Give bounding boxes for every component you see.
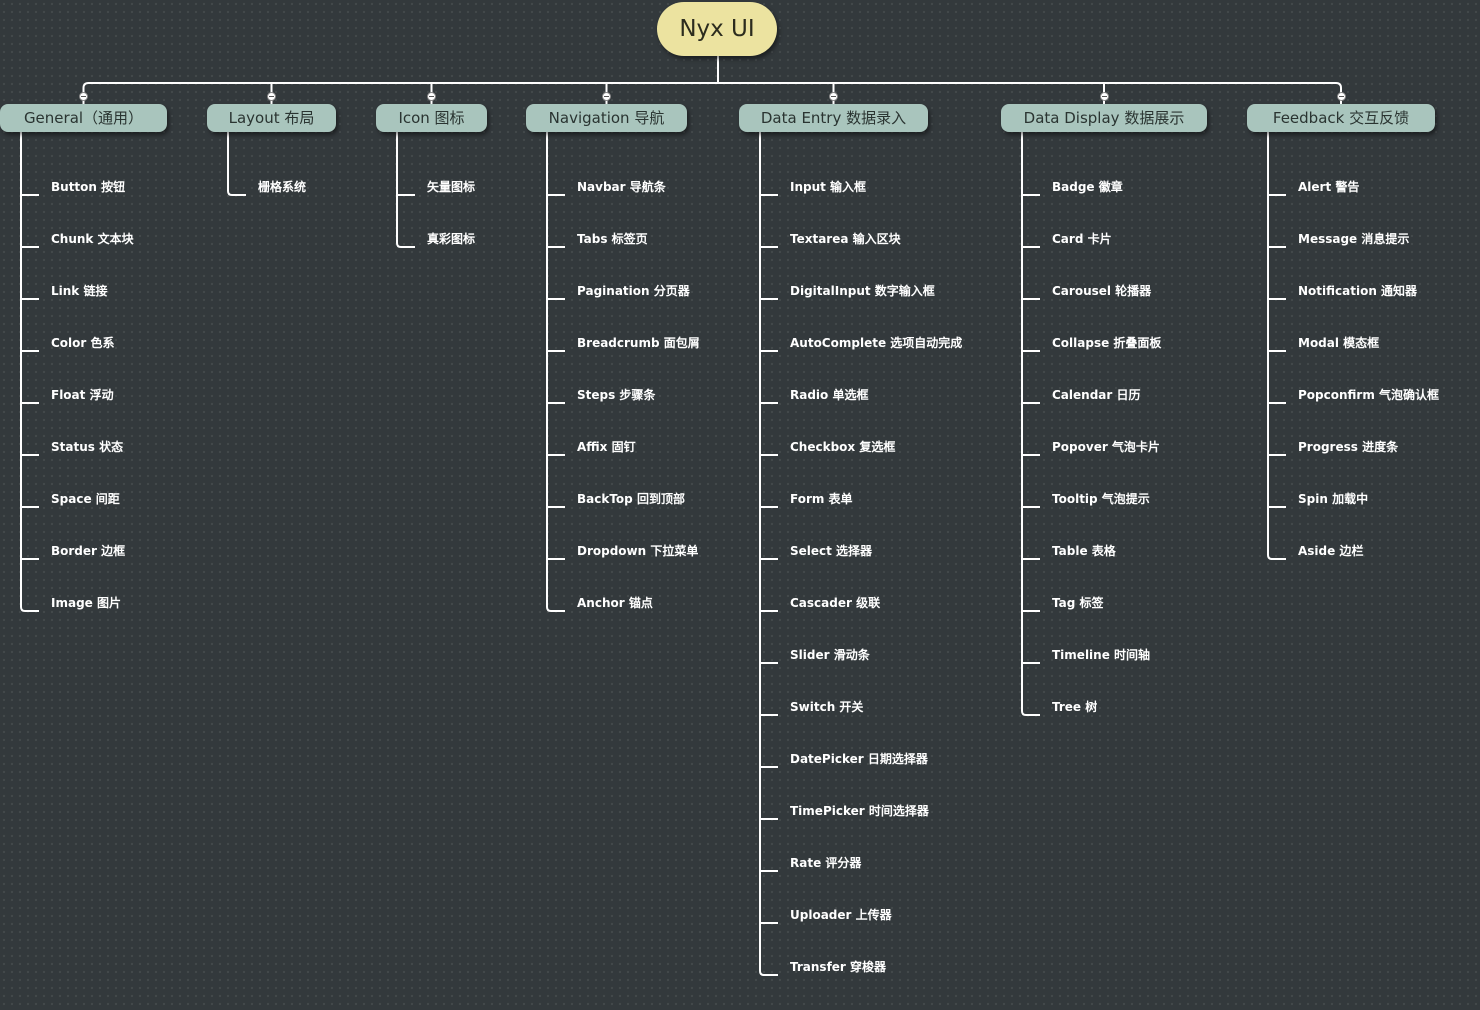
leaf-node[interactable]: Dropdown 下拉菜单 (577, 544, 699, 558)
leaf-node[interactable]: Tabs 标签页 (577, 232, 648, 246)
leaf-node[interactable]: Radio 单选框 (790, 388, 869, 402)
leaf-node[interactable]: Status 状态 (51, 440, 124, 454)
leaf-node[interactable]: Tooltip 气泡提示 (1052, 492, 1150, 506)
leaf-node[interactable]: Chunk 文本块 (51, 232, 134, 246)
leaf-node[interactable]: Modal 模态框 (1298, 336, 1380, 350)
leaf-node[interactable]: Tree 树 (1052, 700, 1098, 714)
leaf-connector-line (1267, 554, 1286, 560)
leaf-node[interactable]: Image 图片 (51, 596, 121, 610)
collapse-toggle-icon[interactable] (267, 92, 276, 101)
leaf-node[interactable]: Progress 进度条 (1298, 440, 1399, 454)
leaf-node[interactable]: AutoComplete 选项自动完成 (790, 336, 963, 350)
leaf-node[interactable]: Textarea 输入区块 (790, 232, 901, 246)
leaf-node[interactable]: Message 消息提示 (1298, 232, 1410, 246)
branch-node[interactable]: Data Display 数据展示 (1001, 104, 1207, 132)
leaf-node[interactable]: Color 色系 (51, 336, 115, 350)
leaf-node[interactable]: Switch 开关 (790, 700, 864, 714)
leaf-node[interactable]: Pagination 分页器 (577, 284, 690, 298)
leaf-node[interactable]: 栅格系统 (258, 180, 307, 194)
leaf-node[interactable]: Float 浮动 (51, 388, 114, 402)
leaf-node[interactable]: Aside 边栏 (1298, 544, 1364, 558)
leaf-node[interactable]: Tag 标签 (1052, 596, 1104, 610)
leaf-node[interactable]: BackTop 回到顶部 (577, 492, 685, 506)
branch-node[interactable]: Navigation 导航 (526, 104, 687, 132)
collapse-toggle-icon[interactable] (79, 92, 88, 101)
leaf-node[interactable]: Slider 滑动条 (790, 648, 870, 662)
leaf-node[interactable]: Collapse 折叠面板 (1052, 336, 1162, 350)
branch-node[interactable]: Feedback 交互反馈 (1247, 104, 1435, 132)
branch-node[interactable]: Data Entry 数据录入 (739, 104, 928, 132)
root-node[interactable]: Nyx UI (657, 2, 777, 56)
leaf-node[interactable]: Steps 步骤条 (577, 388, 656, 402)
leaf-node[interactable]: Uploader 上传器 (790, 908, 892, 922)
leaf-connector-line (546, 606, 565, 612)
leaf-node[interactable]: DigitalInput 数字输入框 (790, 284, 935, 298)
leaf-node[interactable]: Breadcrumb 面包屑 (577, 336, 700, 350)
leaf-node[interactable]: Spin 加载中 (1298, 492, 1369, 506)
leaf-node[interactable]: Popconfirm 气泡确认框 (1298, 388, 1440, 402)
leaf-node[interactable]: Rate 评分器 (790, 856, 862, 870)
leaf-node[interactable]: Anchor 锚点 (577, 596, 653, 610)
leaf-node[interactable]: Timeline 时间轴 (1052, 648, 1151, 662)
leaf-node[interactable]: 真彩图标 (427, 232, 476, 246)
leaf-node[interactable]: TimePicker 时间选择器 (790, 804, 929, 818)
leaf-node[interactable]: Table 表格 (1052, 544, 1116, 558)
leaf-node[interactable]: 矢量图标 (427, 180, 476, 194)
leaf-node[interactable]: Badge 徽章 (1052, 180, 1123, 194)
leaf-node[interactable]: Button 按钮 (51, 180, 126, 194)
leaf-connector-line (227, 190, 246, 196)
leaf-node[interactable]: DatePicker 日期选择器 (790, 752, 928, 766)
leaf-node[interactable]: Notification 通知器 (1298, 284, 1418, 298)
leaf-connector-line (759, 970, 778, 976)
leaf-node[interactable]: Carousel 轮播器 (1052, 284, 1152, 298)
leaf-connector-line (396, 242, 415, 248)
leaf-node[interactable]: Popover 气泡卡片 (1052, 440, 1160, 454)
leaf-node[interactable]: Select 选择器 (790, 544, 873, 558)
leaf-node[interactable]: Calendar 日历 (1052, 388, 1141, 402)
collapse-toggle-icon[interactable] (602, 92, 611, 101)
leaf-node[interactable]: Form 表单 (790, 492, 853, 506)
leaf-node[interactable]: Card 卡片 (1052, 232, 1112, 246)
leaf-node[interactable]: Alert 警告 (1298, 180, 1360, 194)
leaf-node[interactable]: Cascader 级联 (790, 596, 881, 610)
leaf-node[interactable]: Space 间距 (51, 492, 120, 506)
leaf-node[interactable]: Transfer 穿梭器 (790, 960, 887, 974)
branch-node[interactable]: Icon 图标 (376, 104, 487, 132)
leaf-node[interactable]: Link 链接 (51, 284, 108, 298)
collapse-toggle-icon[interactable] (829, 92, 838, 101)
collapse-toggle-icon[interactable] (1336, 92, 1346, 101)
leaf-node[interactable]: Border 边框 (51, 544, 126, 558)
leaf-node[interactable]: Checkbox 复选框 (790, 440, 896, 454)
branch-node[interactable]: General（通用） (0, 104, 167, 132)
leaf-connector-line (20, 606, 39, 612)
leaf-node[interactable]: Affix 固钉 (577, 440, 636, 454)
collapse-toggle-icon[interactable] (427, 92, 436, 101)
branch-node[interactable]: Layout 布局 (207, 104, 336, 132)
collapse-toggle-icon[interactable] (1099, 92, 1109, 101)
leaf-connector-line (1021, 710, 1040, 716)
leaf-node[interactable]: Input 输入框 (790, 180, 867, 194)
leaf-node[interactable]: Navbar 导航条 (577, 180, 666, 194)
